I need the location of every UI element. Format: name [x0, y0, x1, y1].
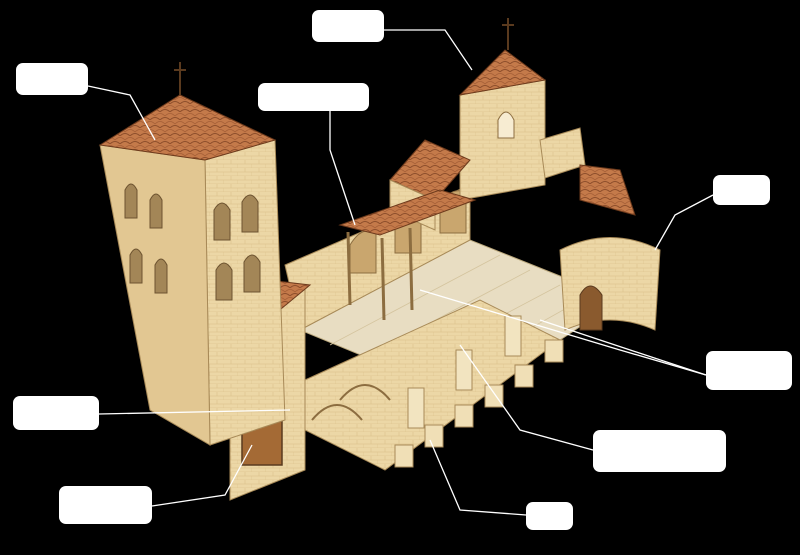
- leader-apse: [654, 194, 714, 251]
- leader-right-mid-2: [539, 319, 707, 376]
- leader-lines: [87, 29, 714, 516]
- porch-roof: [338, 189, 477, 236]
- central-tower-body: [459, 79, 546, 201]
- label-box-west-door: [59, 486, 152, 524]
- leader-roof: [329, 111, 356, 226]
- label-box-nave-floor: [706, 351, 792, 390]
- label-box-central-tower: [312, 10, 384, 42]
- label-box-front-arcade: [13, 396, 99, 430]
- label-box-bell-tower: [16, 63, 88, 95]
- leader-left-tower: [87, 85, 156, 141]
- label-box-porch-roof: [258, 83, 369, 111]
- bell-tower-roof: [98, 94, 277, 161]
- bell-tower-side: [99, 144, 211, 446]
- crenellations: [394, 339, 564, 468]
- label-box-column: [593, 430, 726, 472]
- central-tower-roof: [458, 49, 547, 96]
- leader-top-tower: [384, 29, 473, 71]
- column-stubs: [407, 315, 522, 429]
- front-arcade: [311, 384, 391, 421]
- apse: [559, 237, 661, 331]
- leader-right-mid-1: [419, 289, 707, 376]
- leader-left-low: [151, 444, 253, 507]
- leader-right-low: [459, 344, 594, 451]
- leader-bottom: [429, 439, 527, 516]
- label-box-apse: [713, 175, 770, 205]
- right-gallery: [539, 127, 586, 179]
- label-box-crenellation: [526, 502, 573, 530]
- leader-left-mid: [98, 409, 291, 415]
- bell-tower-windows: [124, 183, 261, 301]
